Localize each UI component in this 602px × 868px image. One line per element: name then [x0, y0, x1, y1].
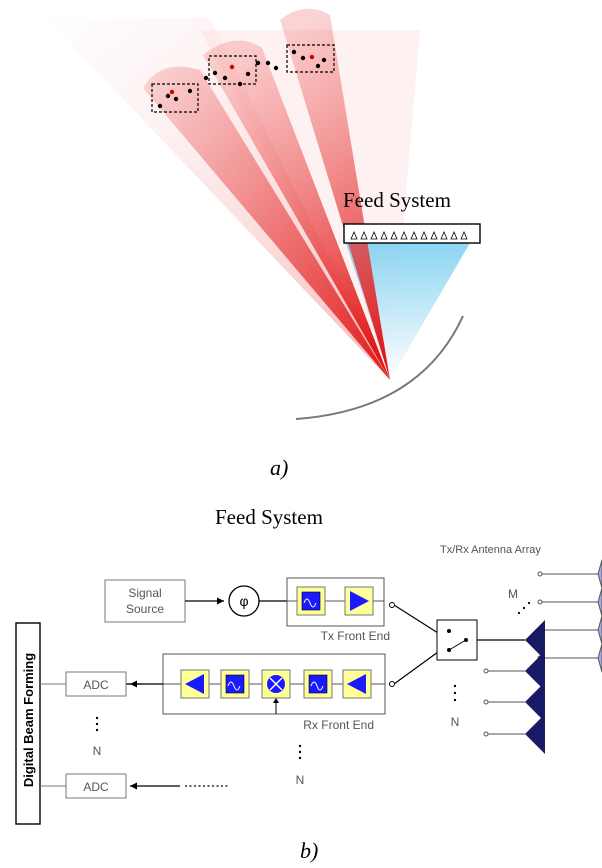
n-label-ant: N	[451, 715, 460, 729]
target-box-2	[203, 55, 261, 87]
rx-amplifier-2	[180, 669, 210, 699]
feed-array	[343, 223, 481, 244]
dbf-label: Digital Beam Forming	[21, 653, 36, 787]
m-label: M	[508, 587, 518, 601]
adc-label-1: ADC	[83, 678, 109, 692]
rx-front-end-label: Rx Front End	[303, 718, 374, 732]
tr-switch	[436, 619, 478, 661]
caption-a: a)	[270, 455, 288, 480]
antennas-rx-n	[483, 620, 545, 754]
feed-elements	[350, 230, 468, 240]
rx-filter-1	[303, 669, 333, 699]
n-label-adc: N	[93, 744, 102, 758]
ellipsis-rx	[298, 744, 302, 760]
caption-b: b)	[300, 838, 318, 863]
target-box-1	[151, 83, 199, 113]
antennas-tx-m	[537, 559, 602, 673]
ellipsis-ant	[453, 684, 457, 702]
beam-2	[203, 40, 390, 380]
rx-amplifier-1	[342, 669, 372, 699]
feed-system-title-b: Feed System	[215, 505, 323, 529]
rx-mixer	[261, 669, 291, 699]
beam-3	[280, 8, 390, 380]
signal-source-label-2: Source	[126, 602, 164, 616]
adc-box-2	[65, 773, 127, 799]
panel-a: Feed System a)	[46, 8, 481, 480]
beam-haze	[46, 18, 390, 380]
phase-symbol: φ	[239, 593, 248, 609]
tx-filter	[296, 586, 326, 616]
target-box-3	[265, 44, 335, 73]
ellipsis-m	[517, 601, 531, 615]
tx-front-end-label: Tx Front End	[321, 629, 390, 643]
antenna-array-label: Tx/Rx Antenna Array	[440, 544, 541, 556]
signal-source-label-1: Signal	[128, 586, 161, 600]
dbf-box	[15, 622, 41, 825]
panel-b: Feed System Digital Beam Forming Signal …	[15, 505, 602, 863]
tx-amplifier	[344, 586, 374, 616]
feed-cone	[346, 243, 470, 380]
adc-box-1	[65, 671, 127, 697]
feed-system-label-a: Feed System	[343, 188, 451, 212]
ellipsis-adc	[95, 716, 99, 732]
n-label-rx: N	[296, 773, 305, 787]
beam-1	[143, 66, 390, 381]
adc-label-2: ADC	[83, 780, 109, 794]
reflector	[295, 315, 464, 420]
rx-filter-2	[220, 669, 250, 699]
